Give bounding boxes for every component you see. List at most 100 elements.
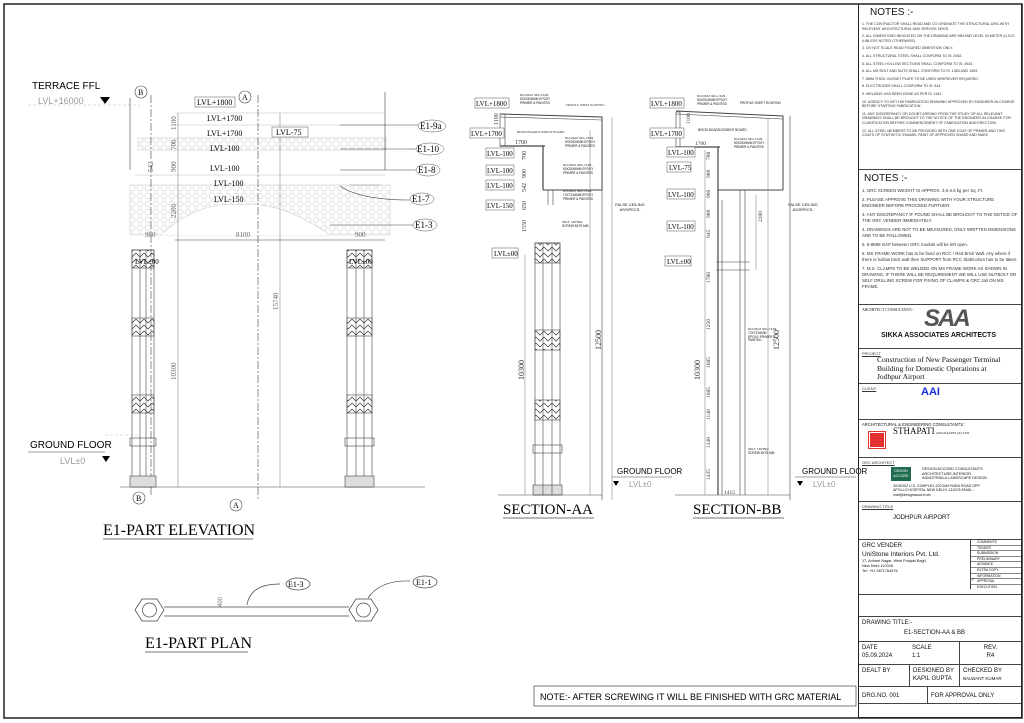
section-bb-dimensions: 1100 1700 700 900 900 900 945 2200 1760 … — [686, 113, 781, 496]
note-item: 3. ANY DISCREPANCY IF FOUND SHALL BE BRO… — [862, 212, 1018, 223]
level-tag: LVL-75 — [669, 164, 692, 172]
note-item: 2. ALL DIMENTIONS INDICATED ON THE DRAWI… — [862, 34, 1016, 43]
level-tag: LVL+1700 — [207, 129, 242, 138]
architect-name: SIKKA ASSOCIATES ARCHITECTS — [881, 332, 996, 339]
section-aa-dimensions: 1100 1700 700 900 542 650 1550 12500 103… — [494, 113, 603, 380]
grc-architect-name: DESIGN ACCORD CONSULTANTS ARCHITECTURE,I… — [922, 467, 987, 481]
level-tag: LVL-100 — [210, 144, 239, 153]
stage-approval-checked: ✓APPROVAL — [971, 578, 1021, 585]
level-tag: LVL+1700 — [471, 130, 502, 138]
notes-heading: NOTES :- — [864, 173, 908, 184]
level-tag: LVL-150 — [214, 195, 243, 204]
dimension: 700 — [522, 151, 528, 160]
stage-execution: EXECUTION — [977, 584, 997, 589]
terrace-label: TERRACE FFL — [32, 81, 101, 92]
drawing-title-label: DRAWING TITLE — [862, 504, 894, 509]
dimension: 900 — [706, 190, 712, 199]
design-accord-logo: DESIGN ACCORD — [891, 467, 911, 481]
project-label: PROJECT — [862, 351, 881, 356]
dimension: 10300 — [693, 360, 702, 380]
rev-value: R4 — [986, 653, 995, 659]
designed-by-label: DESIGNED BY — [913, 668, 955, 674]
section-aa-drawing — [498, 113, 613, 500]
dimension: 1100 — [170, 116, 178, 130]
level-tag: LVL-100 — [487, 167, 513, 175]
bottom-note-box — [533, 685, 857, 707]
sthapati-logo — [868, 431, 886, 449]
note-item: 11. ANY DISCREPANCY OR DOUBT ARISING FRO… — [862, 111, 1011, 125]
section-aa-title: SECTION-AA — [503, 502, 593, 518]
column-hexagon — [348, 598, 379, 622]
date-label: DATE — [862, 645, 878, 651]
note-item: 2. PLEASE APPROVE THIS DRAWING WITH YOUR… — [862, 197, 995, 208]
callout: SELF TAPING SCREW 8X75 MM — [748, 448, 775, 455]
section-bb-callouts: M.S BOX SECTION 50X25X6MM EPOXY PRIMER &… — [697, 95, 818, 455]
rev-label: REV. — [983, 645, 998, 651]
callout: M.S BOX SECTION 50X25X6MM EPOXY PRIMER &… — [565, 137, 596, 148]
dealt-by-label: DEALT BY — [862, 668, 891, 674]
level-tag: LVL+1700 — [207, 114, 242, 123]
dimension: 700 — [170, 139, 178, 150]
vender-address: 17, Arihant Nagar, West Punjabi Bagh, — [862, 559, 927, 563]
section-aa-levels: LVL+1800 LVL+1700 LVL-100 LVL-100 LVL-10… — [469, 97, 518, 259]
callout: SELF TAPING SCREW 8X75 MM — [562, 221, 589, 228]
ground-floor-label: GROUND FLOOR — [30, 440, 112, 451]
note-item: 3. DO NOT SCALE READ FIGURED DIMENTION O… — [862, 46, 954, 51]
section-aa-ground-level: LVL±0 — [629, 480, 652, 489]
project-block: PROJECT Construction of New Passenger Te… — [859, 349, 1021, 384]
plan-title: E1-PART PLAN — [145, 635, 253, 652]
dimension: 1140 — [706, 409, 712, 420]
terrace-level: LVL+16000 — [38, 96, 84, 106]
dimension: 10300 — [170, 362, 178, 380]
level-tag: LVL+1800 — [651, 100, 682, 108]
stage-extra-copy: EXTRA COPY — [971, 568, 1021, 574]
elevation-title: E1-PART ELEVATION — [103, 522, 256, 539]
dimension: 700 — [706, 152, 712, 161]
drawing-title-block: DRAWING TITLE JODHPUR AIRPORT — [859, 502, 1021, 540]
note-item: 7. 8MM THICK GUSSET PLATE TO BE USED WHE… — [862, 76, 979, 81]
note-item: 5. 5-8MM GAP between GRC module will be … — [862, 242, 969, 247]
stage-information: INFORMATION — [971, 574, 1021, 580]
consultants-label: ARCHITECTURAL & ENGINEERING CONSULTANTS … — [862, 422, 966, 427]
saa-logo: SAA — [924, 305, 971, 332]
level-tag: LVL-100 — [668, 223, 694, 231]
ground-floor-level: LVL±0 — [60, 456, 85, 466]
consultants-block: ARCHITECTURAL & ENGINEERING CONSULTANTS … — [859, 420, 1021, 458]
blank-block — [859, 595, 1021, 617]
callout: BISON BOARD/CEMENT BOARD — [698, 128, 747, 132]
drawing-title-label: DRAWING TITLE:- — [862, 620, 913, 626]
dimension: 1700 — [515, 140, 527, 146]
dimension: 1100 — [686, 113, 692, 124]
elevation-dimensions: 1100 700 900 542 2200 980 8100 900 15740… — [145, 116, 366, 380]
plan-dimension: 400 — [218, 596, 224, 607]
notes-heading: NOTES :- — [870, 7, 914, 18]
section-bb-drawing — [675, 110, 791, 500]
drawing-title: E1-SECTION-AA & BB — [904, 630, 966, 636]
vender-phone: Tel: +91 9871764576 — [862, 569, 898, 573]
dimension: 900 — [706, 170, 712, 179]
dimension: 1700 — [695, 141, 706, 147]
dimension: 900 — [355, 231, 366, 239]
level-tag: LVL-100 — [214, 179, 243, 188]
dimension: 542 — [522, 183, 528, 192]
level-tag: LVL-75 — [276, 128, 301, 137]
architect-label: ARCHITECT CONSULTANT:- — [862, 307, 914, 312]
callout: M.S BOX SECTION 50X25X6MM EPOXY PRIMER &… — [734, 138, 765, 149]
dimension: 8100 — [236, 231, 251, 239]
callout: FALSE CEILING AS/SPECS. — [615, 202, 645, 212]
vender-label: GRC VENDER — [862, 543, 903, 549]
dimension: 12500 — [772, 330, 781, 350]
element-tag: E1-10 — [417, 144, 439, 154]
callout: FALSE CEILING AS/SPECS. — [788, 202, 818, 212]
level-tag: LVL-100 — [487, 150, 513, 158]
grc-architect-address: 3016/302 U.S. COMPLEX,120 MATHURA ROAD O… — [893, 484, 981, 497]
note-item: 1. THE CONTRACTOR SHALL READ AND CO ORDI… — [862, 22, 1010, 31]
note-item: 10. AGENCY TO GET HIS FABRICATION DRAWIN… — [862, 99, 1015, 109]
section-bb-ground-label: GROUND FLOOR — [802, 467, 868, 476]
dimension: 1550 — [522, 220, 528, 232]
level-tag: LVL-100 — [668, 191, 694, 199]
level-tag: LVL-100 — [487, 182, 513, 190]
dimension: 650 — [522, 201, 528, 210]
